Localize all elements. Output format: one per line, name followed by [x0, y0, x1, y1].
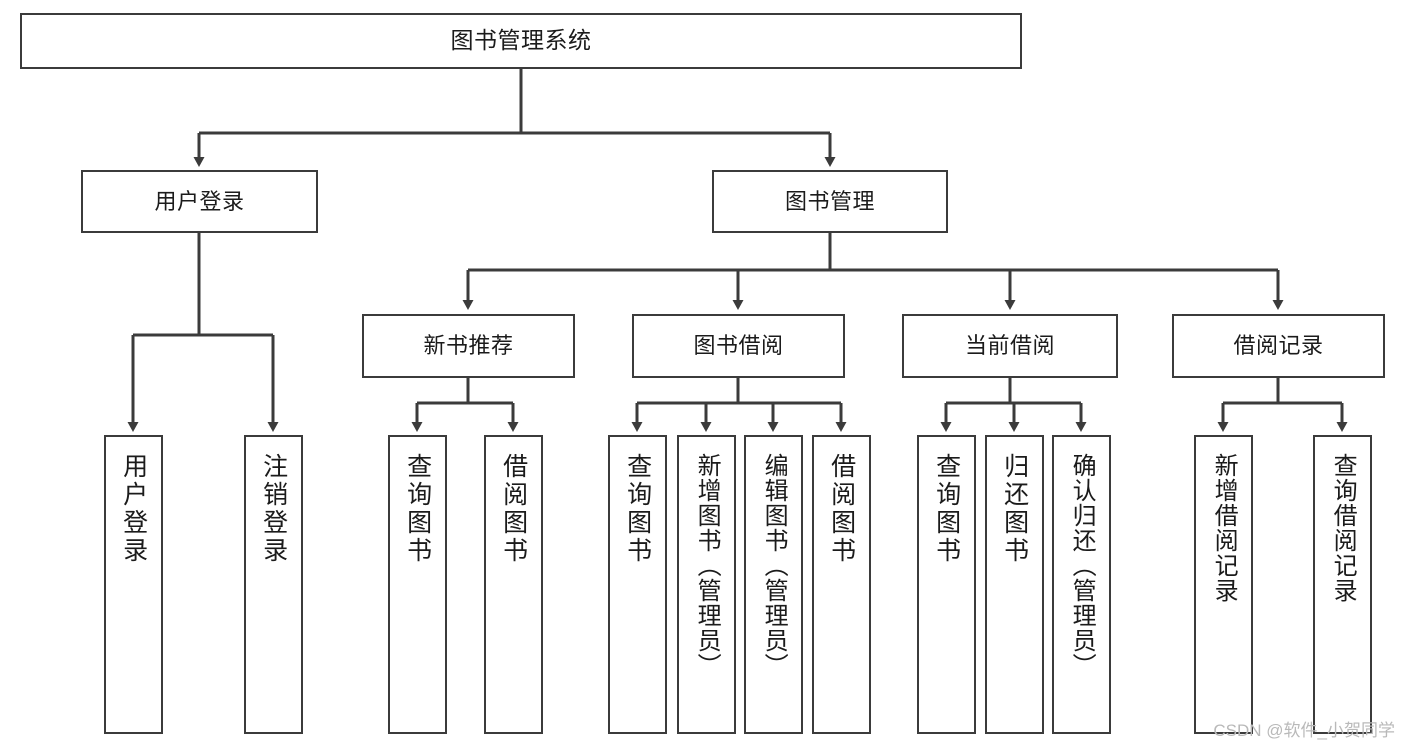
node-root-label: 图书管理系统: [450, 27, 592, 54]
node-user-login[interactable]: 用户登录: [81, 170, 318, 233]
leaf-borrow-record-query[interactable]: 查询借阅记录: [1313, 435, 1372, 734]
leaf-current-borrow-confirm[interactable]: 确认归还（管理员）: [1052, 435, 1111, 734]
node-root[interactable]: 图书管理系统: [20, 13, 1022, 69]
leaf-borrow-record-query-label: 查询借阅记录: [1329, 453, 1357, 603]
leaf-new-book-borrow-label: 借阅图书: [499, 453, 528, 565]
leaf-new-book-query[interactable]: 查询图书: [388, 435, 447, 734]
leaf-user-login-login-label: 用户登录: [119, 453, 148, 565]
node-new-book-recommend[interactable]: 新书推荐: [362, 314, 575, 378]
leaf-new-book-query-label: 查询图书: [403, 453, 432, 565]
leaf-borrow-record-add-label: 新增借阅记录: [1210, 453, 1238, 603]
node-new-book-recommend-label: 新书推荐: [423, 333, 514, 359]
leaf-borrow-record-add[interactable]: 新增借阅记录: [1194, 435, 1253, 734]
leaf-current-borrow-query-label: 查询图书: [932, 453, 961, 565]
leaf-user-login-login[interactable]: 用户登录: [104, 435, 163, 734]
node-user-login-label: 用户登录: [154, 188, 245, 214]
node-book-borrow-label: 图书借阅: [693, 333, 784, 359]
leaf-current-borrow-return[interactable]: 归还图书: [985, 435, 1044, 734]
leaf-current-borrow-query[interactable]: 查询图书: [917, 435, 976, 734]
node-book-management-label: 图书管理: [784, 188, 875, 214]
node-current-borrow[interactable]: 当前借阅: [902, 314, 1118, 378]
leaf-book-borrow-query-label: 查询图书: [623, 453, 652, 565]
leaf-current-borrow-return-label: 归还图书: [1000, 453, 1029, 565]
leaf-book-borrow-borrow-label: 借阅图书: [827, 453, 856, 565]
leaf-book-borrow-edit[interactable]: 编辑图书（管理员）: [744, 435, 803, 734]
leaf-user-login-logout[interactable]: 注销登录: [244, 435, 303, 734]
leaf-book-borrow-add-label: 新增图书（管理员）: [693, 453, 721, 678]
leaf-book-borrow-add[interactable]: 新增图书（管理员）: [677, 435, 736, 734]
watermark: CSDN @软件_小贺同学: [1213, 721, 1395, 740]
leaf-user-login-logout-label: 注销登录: [259, 453, 288, 565]
node-current-borrow-label: 当前借阅: [964, 333, 1055, 359]
leaf-book-borrow-borrow[interactable]: 借阅图书: [812, 435, 871, 734]
leaf-book-borrow-query[interactable]: 查询图书: [608, 435, 667, 734]
node-book-borrow[interactable]: 图书借阅: [632, 314, 845, 378]
leaf-current-borrow-confirm-label: 确认归还（管理员）: [1068, 453, 1096, 678]
leaf-book-borrow-edit-label: 编辑图书（管理员）: [760, 453, 788, 678]
node-borrow-record[interactable]: 借阅记录: [1172, 314, 1385, 378]
node-borrow-record-label: 借阅记录: [1233, 333, 1324, 359]
leaf-new-book-borrow[interactable]: 借阅图书: [484, 435, 543, 734]
node-book-management[interactable]: 图书管理: [712, 170, 948, 233]
